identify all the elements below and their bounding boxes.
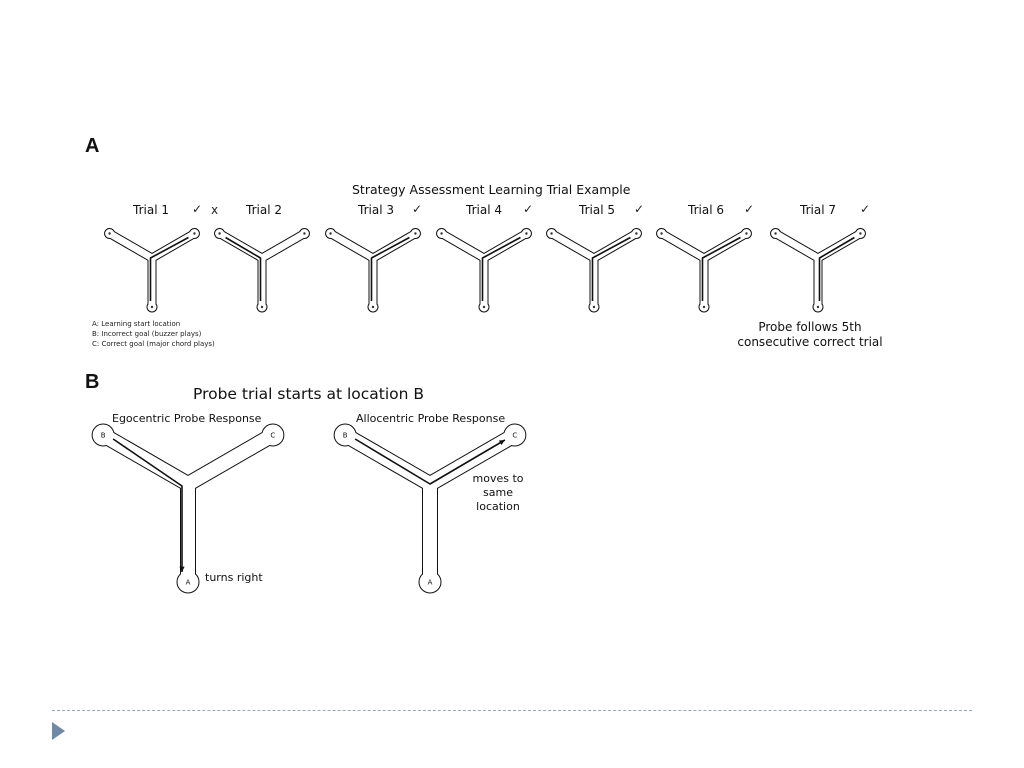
ego-annotation: turns right — [205, 571, 263, 584]
panel-a-title: Strategy Assessment Learning Trial Examp… — [352, 182, 631, 197]
trial-path-4 — [481, 236, 521, 301]
trial-maze-5 — [546, 228, 642, 313]
trial-path-5 — [591, 236, 631, 301]
trial-maze-2 — [214, 228, 310, 313]
trial-label-6: Trial 6 — [688, 203, 724, 217]
trial-label-3: Trial 3 — [358, 203, 394, 217]
trial-mark-6: ✓ — [744, 202, 755, 216]
trial-maze-7 — [770, 228, 866, 313]
panel-a-letter: A — [85, 135, 100, 157]
panel-b-title: Probe trial starts at location B — [193, 385, 425, 403]
ego-response-title: Egocentric Probe Response — [112, 412, 262, 425]
trial-maze-1 — [104, 228, 200, 313]
allo-maze: B C A — [333, 423, 527, 594]
allo-annotation-line-1: moves to — [472, 472, 524, 485]
ego-maze-label-B: B — [101, 431, 106, 439]
allo-response-title: Allocentric Probe Response — [356, 412, 506, 425]
trial-mark-7: ✓ — [860, 202, 871, 216]
ego-maze-label-C: C — [270, 431, 275, 439]
trial-label-5: Trial 5 — [579, 203, 615, 217]
trial-label-2: Trial 2 — [246, 203, 282, 217]
trial-maze-4 — [436, 228, 532, 313]
legend-line-b: B: Incorrect goal (buzzer plays) — [92, 330, 202, 338]
trial-label-4: Trial 4 — [466, 203, 502, 217]
trial-mark-1: ✓ — [192, 202, 203, 216]
trial-maze-3 — [325, 228, 421, 313]
allo-path-arrowhead — [498, 440, 505, 445]
probe-note-line-1: Probe follows 5th — [758, 320, 862, 334]
trial-path-3 — [370, 236, 410, 301]
trial-path-1 — [149, 236, 189, 301]
trial-path-7 — [818, 236, 855, 301]
allo-maze-label-A: A — [428, 578, 433, 586]
trial-path-2 — [225, 236, 262, 301]
trial-mark-4: ✓ — [523, 202, 534, 216]
allo-maze-label-C: C — [512, 431, 517, 439]
trial-label-7: Trial 7 — [800, 203, 836, 217]
ego-path-arrowhead — [179, 566, 185, 572]
trial-mark-5: ✓ — [634, 202, 645, 216]
probe-note-line-2: consecutive correct trial — [737, 335, 883, 349]
trial-label-1: Trial 1 — [133, 203, 169, 217]
allo-path — [354, 438, 506, 485]
legend-line-c: C: Correct goal (major chord plays) — [92, 340, 215, 348]
allo-annotation-line-2: same — [483, 486, 513, 499]
trial-mark-2: x — [211, 203, 219, 217]
legend-line-a: A: Learning start location — [92, 320, 181, 328]
ego-maze-label-A: A — [186, 578, 191, 586]
ego-path — [112, 438, 183, 572]
slide-bullet-icon — [52, 722, 65, 740]
allo-annotation-line-3: location — [476, 500, 520, 513]
panel-b-letter: B — [85, 371, 100, 393]
ego-maze: B C A — [91, 423, 285, 594]
trial-maze-6 — [656, 228, 752, 313]
allo-maze-label-B: B — [343, 431, 348, 439]
trial-path-6 — [701, 236, 741, 301]
trial-mark-3: ✓ — [412, 202, 423, 216]
footer-divider — [52, 710, 972, 711]
